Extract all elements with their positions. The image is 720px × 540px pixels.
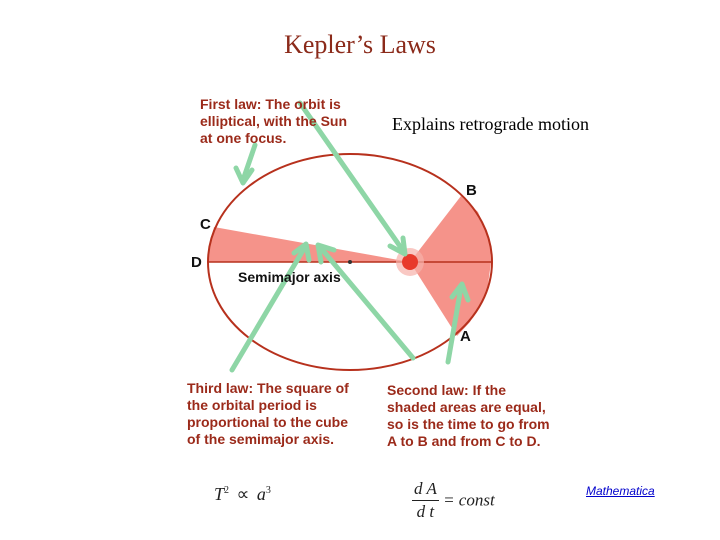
slide-title: Kepler’s Laws	[284, 30, 436, 59]
point-b-label: B	[466, 182, 477, 199]
arrow-third-law-head	[291, 241, 312, 263]
arrow-first-law-head	[233, 165, 255, 186]
arrow-retrograde	[297, 100, 407, 255]
second-law-label: Second law: If the shaded areas are equa…	[387, 382, 550, 449]
point-d-label: D	[191, 254, 202, 271]
arrow-third-law	[229, 244, 308, 373]
point-a-label: A	[460, 328, 471, 345]
retrograde-note: Explains retrograde motion	[392, 114, 589, 134]
eq-denominator: d t	[416, 502, 435, 521]
third-law-label: Third law: The square of the orbital per…	[187, 380, 349, 447]
point-c-label: C	[200, 216, 211, 233]
arrow-first-law	[240, 142, 258, 183]
eq-rhs: = const	[443, 490, 495, 510]
eq-numerator: d A	[412, 478, 439, 501]
arrow-second-law-b	[445, 284, 464, 365]
eq-semimajor: a	[256, 484, 266, 504]
eq-proportional: ∝	[236, 484, 250, 504]
first-law-label: First law: The orbit is elliptical, with…	[200, 96, 348, 146]
third-law-equation: T2 ∝ a3	[214, 484, 271, 505]
arrow-second-law-b-head	[449, 281, 471, 303]
semimajor-axis-label: Semimajor axis	[238, 269, 341, 285]
arrow-retrograde-head	[387, 235, 408, 257]
eq-semimajor-exponent: 3	[265, 485, 271, 496]
mathematica-link[interactable]: Mathematica	[586, 484, 655, 498]
arrow-second-law-a-head	[315, 242, 337, 265]
shaded-area-ab	[410, 196, 491, 336]
eq-fraction: d A d t	[412, 478, 439, 523]
arrow-second-law-a	[317, 244, 416, 361]
sun	[402, 254, 418, 270]
center-dot	[348, 260, 352, 264]
eq-period-exponent: 2	[224, 485, 230, 496]
eq-period: T	[214, 484, 225, 504]
second-law-equation: d A d t = const	[412, 478, 495, 523]
